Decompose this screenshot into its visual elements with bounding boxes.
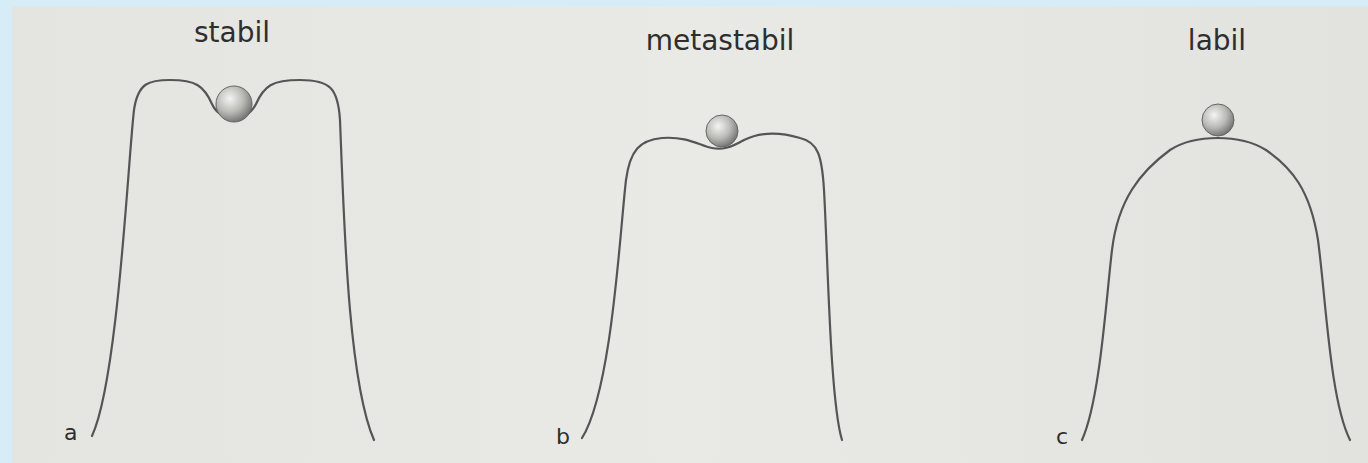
- state-title: stabil: [194, 16, 270, 49]
- labile-profile: [1082, 138, 1350, 440]
- photo-ground: [12, 6, 1368, 463]
- state-title: metastabil: [646, 24, 795, 57]
- panel-letter: b: [556, 424, 570, 449]
- ball: [1202, 104, 1234, 136]
- panel-letter: a: [64, 420, 77, 445]
- metastable-profile: [582, 134, 842, 440]
- ball: [706, 115, 738, 147]
- panel-letter: c: [1056, 424, 1068, 449]
- ball: [216, 86, 252, 122]
- state-title: labil: [1188, 24, 1246, 57]
- stable-profile: [92, 80, 374, 440]
